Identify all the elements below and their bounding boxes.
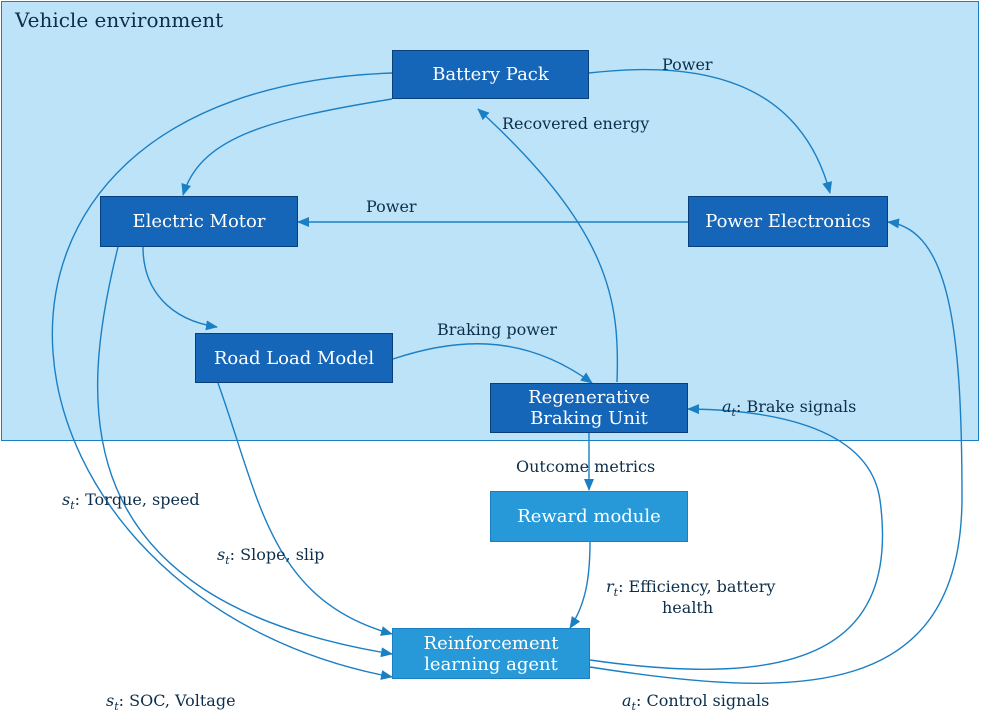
edge-agent-to-power-electronics-control xyxy=(589,218,963,685)
control-var: a xyxy=(622,691,632,710)
regen-label-line2: Braking Unit xyxy=(530,408,648,429)
soc-sub: t xyxy=(114,700,119,714)
label-soc-voltage: st: SOC, Voltage xyxy=(106,691,236,716)
road-load-model-node: Road Load Model xyxy=(195,333,393,383)
road-load-model-label: Road Load Model xyxy=(213,347,375,369)
electric-motor-label: Electric Motor xyxy=(132,211,266,232)
battery-pack-node: Battery Pack xyxy=(392,50,589,99)
label-braking-power: Braking power xyxy=(437,320,558,339)
regenerative-braking-node: Regenerative Braking Unit xyxy=(490,383,688,433)
regen-label-line1: Regenerative xyxy=(528,387,650,408)
label-brake-signals: at: Brake signals xyxy=(722,397,856,422)
edge-regen-to-battery xyxy=(477,108,619,383)
reward-module-label: Reward module xyxy=(517,506,661,527)
control-sub: t xyxy=(631,700,636,714)
soc-text: : SOC, Voltage xyxy=(118,691,236,710)
label-efficiency-line2: health xyxy=(662,598,714,617)
label-efficiency: rt: Efficiency, battery xyxy=(606,577,775,602)
rl-agent-label-line2: learning agent xyxy=(424,653,558,675)
edge-road-load-to-agent-slope xyxy=(217,382,393,636)
rl-agent-node: Reinforcement learning agent xyxy=(392,628,590,679)
control-text: : Control signals xyxy=(635,691,770,710)
label-outcome-metrics: Outcome metrics xyxy=(516,457,656,476)
power-electronics-node: Power Electronics xyxy=(688,196,888,247)
label-power-top: Power xyxy=(662,55,713,74)
slope-sub: t xyxy=(225,554,230,568)
eff-text-line1: : Efficiency, battery xyxy=(618,577,776,596)
power-electronics-label: Power Electronics xyxy=(705,211,871,232)
edge-motor-to-agent-torque xyxy=(96,246,393,658)
brake-sub: t xyxy=(731,406,736,420)
label-slope-slip: st: Slope, slip xyxy=(217,545,324,570)
label-recovered-energy: Recovered energy xyxy=(502,114,650,133)
edge-motor-to-road-load xyxy=(142,246,218,331)
edge-agent-to-regen-brake xyxy=(589,404,884,670)
reward-module-node: Reward module xyxy=(490,491,688,542)
torque-text: : Torque, speed xyxy=(74,490,200,509)
torque-sub: t xyxy=(70,499,75,513)
edge-battery-to-motor xyxy=(181,98,393,196)
eff-sub: t xyxy=(613,586,619,600)
edge-battery-to-power-electronics xyxy=(588,68,833,194)
edge-battery-to-agent-soc xyxy=(51,72,393,680)
electric-motor-node: Electric Motor xyxy=(100,196,298,247)
label-power-mid: Power xyxy=(366,197,417,216)
slope-text: : Slope, slip xyxy=(229,545,325,564)
environment-title: Vehicle environment xyxy=(15,8,224,32)
label-control-signals: at: Control signals xyxy=(622,691,769,716)
slope-var: s xyxy=(217,545,226,564)
brake-var: a xyxy=(722,397,732,416)
eff-var: r xyxy=(606,577,614,596)
torque-var: s xyxy=(62,490,71,509)
brake-text: : Brake signals xyxy=(735,397,857,416)
rl-agent-label-line1: Reinforcement xyxy=(423,632,559,654)
soc-var: s xyxy=(106,691,115,710)
label-torque-speed: st: Torque, speed xyxy=(62,490,200,515)
battery-pack-label: Battery Pack xyxy=(432,64,549,85)
edge-reward-to-agent xyxy=(569,541,591,629)
edge-road-load-to-regen xyxy=(392,343,593,384)
